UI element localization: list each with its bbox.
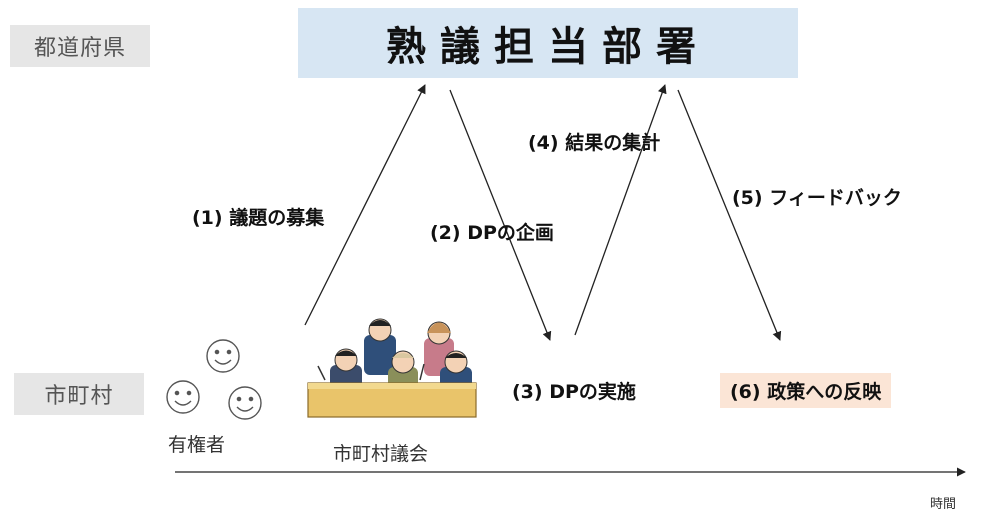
council-label: 市町村議会 — [333, 443, 429, 465]
step-6-label: (6) 政策への反映 — [720, 373, 892, 408]
arrow-step4 — [574, 84, 667, 336]
time-axis-label: 時間 — [930, 497, 957, 512]
municipality-label: 市町村 — [14, 373, 144, 415]
department-box: 熟議担当部署 — [298, 8, 798, 78]
step-3-label: (3) DPの実施 — [512, 381, 636, 403]
department-title: 熟議担当部署 — [386, 24, 710, 70]
person-icon — [364, 318, 396, 375]
arrow-step1 — [304, 84, 426, 326]
arrow-step5 — [677, 89, 782, 341]
step-4-label: (4) 結果の集計 — [528, 132, 661, 154]
step-5-label: (5) フィードバック — [732, 187, 902, 209]
smiley-icon — [228, 386, 262, 420]
step-2-label: (2) DPの企画 — [430, 222, 554, 244]
smiley-icon — [206, 339, 240, 373]
voters-label: 有権者 — [168, 434, 226, 456]
step-1-label: (1) 議題の募集 — [192, 207, 325, 229]
arrow-step2 — [449, 89, 552, 341]
smiley-icon — [166, 380, 200, 414]
prefecture-label: 都道府県 — [10, 25, 150, 67]
